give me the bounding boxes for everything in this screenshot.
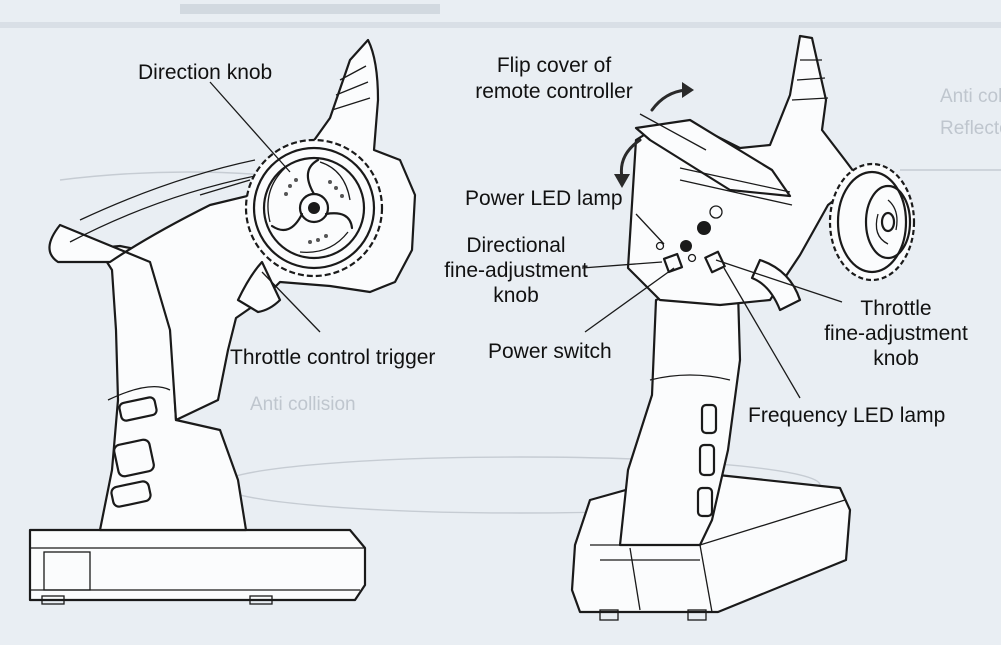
label-power-switch: Power switch <box>488 340 612 363</box>
bleed-text-1: Anti collision car will cause injury <box>940 86 1001 107</box>
label-dir-fine-line1: Directional <box>466 234 565 257</box>
bleed-text-3: Anti collision <box>250 394 356 415</box>
flip-motion-arrows <box>614 82 694 188</box>
bleed-text-2: Reflector <box>940 118 1001 139</box>
label-throttle-fine-line3: knob <box>873 347 919 370</box>
transmitter-side-view <box>28 38 417 605</box>
label-dir-fine-line2: fine-adjustment <box>444 259 588 282</box>
label-power-led: Power LED lamp <box>465 187 623 210</box>
steering-wheel-angled <box>828 162 916 282</box>
throttle-trigger <box>236 260 282 314</box>
left-body <box>48 38 417 422</box>
label-throttle-fine-line1: Throttle <box>860 297 931 320</box>
callout-labels: Direction knob Throttle control trigger … <box>138 54 968 427</box>
flip-cover <box>634 118 792 198</box>
label-flip-cover-line2: remote controller <box>475 80 633 103</box>
leader-lines <box>209 81 843 399</box>
direction-knob-wheel <box>244 138 384 278</box>
label-direction-knob: Direction knob <box>138 61 272 84</box>
label-throttle-trigger: Throttle control trigger <box>230 346 435 369</box>
label-dir-fine-line3: knob <box>493 284 539 307</box>
label-frequency-led: Frequency LED lamp <box>748 404 945 427</box>
label-flip-cover-line1: Flip cover of <box>497 54 612 77</box>
transmitter-angled-view <box>570 34 916 621</box>
label-throttle-fine-line2: fine-adjustment <box>824 322 968 345</box>
